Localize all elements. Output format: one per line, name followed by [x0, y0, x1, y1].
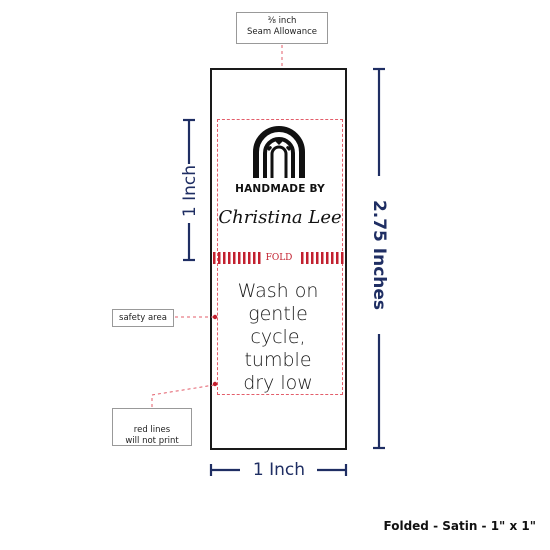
seam-allowance-callout: ⅜ inch Seam Allowance	[236, 12, 328, 44]
handmade-by-text: HANDMADE BY	[235, 183, 325, 195]
red-lines-callout: red lines will not print	[112, 408, 192, 446]
safety-area-callout: safety area	[112, 309, 174, 327]
red-lines-text: red lines will not print	[125, 425, 179, 446]
product-description: Folded - Satin - 1" x 1"	[383, 519, 537, 533]
height-dimension-right: 2.75 Inches	[369, 199, 389, 311]
maker-name: Christina Lee	[218, 207, 342, 228]
rainbow-hearts-icon	[253, 126, 305, 178]
seam-allowance-fraction: ⅜ inch	[267, 16, 297, 26]
safety-area-text: safety area	[119, 313, 167, 323]
fold-label: FOLD	[262, 252, 296, 264]
height-dimension-left: 1 Inch	[180, 164, 200, 218]
fold-line	[213, 252, 344, 264]
care-instructions: Wash on gentle cycle, tumble dry low	[237, 280, 319, 394]
seam-allowance-text: Seam Allowance	[246, 27, 317, 37]
width-dimension-bottom: 1 Inch	[252, 460, 306, 480]
